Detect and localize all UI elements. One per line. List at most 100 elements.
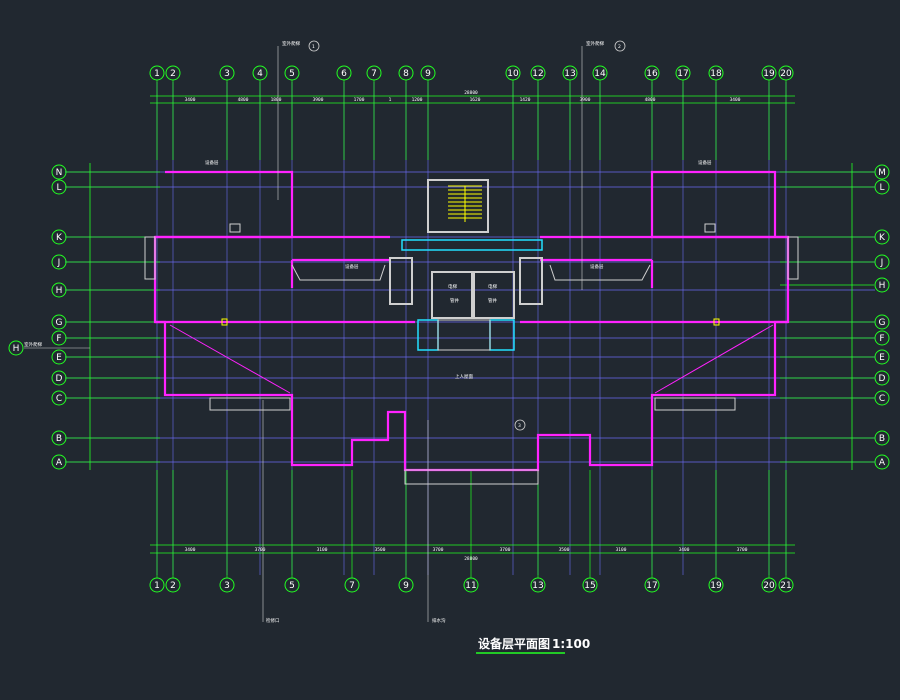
axis-bubble-top (336, 65, 352, 81)
axis-bubble-right-label: D (879, 374, 886, 384)
left-flange (144, 236, 156, 280)
axis-bubble-left (51, 430, 67, 446)
section-marker-1-label: 1 (312, 44, 315, 50)
axis-bubble-top-label: 2 (170, 69, 176, 79)
bottom-dim-text: 3400 (185, 547, 196, 553)
axis-bubble-right-label: F (879, 334, 884, 344)
axis-bubble-bottom (344, 577, 360, 593)
callout-notes: 室外爬梯 室外爬梯 检修口 排水沟 上人屋面 室外爬梯 (24, 40, 604, 624)
axis-bubble-bottom-label: 19 (710, 581, 722, 591)
axis-bubble-top-label: 16 (646, 69, 658, 79)
axis-bubble-bottom-label: 15 (584, 581, 595, 591)
axis-bubble-right (874, 370, 890, 386)
side-details (144, 223, 799, 485)
axis-bubble-right (874, 330, 890, 346)
bottom-dim-text: 3700 (255, 547, 266, 553)
top-dim-text: 1200 (412, 97, 423, 103)
note-outdoor-ladder-top: 室外爬梯 (282, 40, 300, 47)
right-marker (713, 318, 720, 326)
axis-bubble-top-label: 20 (780, 69, 792, 79)
axis-bubble-top (284, 65, 300, 81)
axis-bubble-right-label: H (879, 281, 886, 291)
axis-bubble-bottom (284, 577, 300, 593)
elevator-shaft-left (431, 271, 473, 319)
axis-bubble-top-label: 8 (403, 69, 409, 79)
room-label-elevator-l: 电梯 (448, 283, 457, 290)
axis-bubble-right-label: K (879, 233, 886, 243)
axis-bubble-left-label: J (57, 258, 61, 268)
axis-bubble-top-label: 17 (677, 69, 688, 79)
left-marker (221, 318, 228, 326)
axis-bubble-bottom-label: 1 (154, 581, 160, 591)
axis-bubble-top-label: 19 (763, 69, 775, 79)
axis-bubble-right (874, 277, 890, 293)
axis-bubble-left-label: C (56, 394, 62, 404)
axis-bubble-top (644, 65, 660, 81)
note-outdoor-ladder-left: 室外爬梯 (24, 341, 42, 348)
axis-bubble-top (592, 65, 608, 81)
axis-bubble-left (51, 349, 67, 365)
shaft-right (519, 257, 543, 305)
axis-bubble-left-label: H (56, 286, 63, 296)
axis-bubble-left (51, 282, 67, 298)
axis-bubble-top-label: 18 (710, 69, 722, 79)
axis-bubble-bottom (708, 577, 724, 593)
bottom-dim-text: 3700 (737, 547, 748, 553)
axis-bubble-top-label: 10 (507, 69, 519, 79)
axis-bubble-bottom (398, 577, 414, 593)
section-markers (308, 40, 626, 431)
right-hatch (704, 223, 716, 233)
axis-bubble-top (398, 65, 414, 81)
note-roof-access: 上人屋面 (455, 373, 473, 380)
right-flange (787, 236, 799, 280)
axis-bubble-right-label: L (879, 183, 884, 193)
axis-bubble-bottom-label: 5 (289, 581, 295, 591)
room-label-shaft-l: 管井 (450, 297, 459, 304)
axis-bubble-bottom-label: 9 (403, 581, 409, 591)
axis-bubble-left (51, 390, 67, 406)
section-marker-3 (514, 419, 526, 431)
axis-bubble-left-label: B (56, 434, 62, 444)
bottom-dim-text: 3700 (500, 547, 511, 553)
axis-bubble-left (51, 254, 67, 270)
axis-bubble-top-label: 4 (257, 69, 263, 79)
axis-bubble-right-label: A (879, 458, 886, 468)
axis-bubble-top (778, 65, 794, 81)
room-label-elevator-r: 电梯 (488, 283, 497, 290)
note-drain: 排水沟 (432, 617, 446, 624)
axis-bubble-bottom-label: 2 (170, 581, 176, 591)
axis-bubble-left-label: A (56, 458, 63, 468)
axis-bubble-left (51, 229, 67, 245)
bottom-dim-text: 3500 (375, 547, 386, 553)
axis-bubble-bottom-label: 17 (646, 581, 657, 591)
bottom-gutter (404, 469, 539, 485)
roof-slope-left (169, 324, 291, 394)
axis-bubble-right (874, 179, 890, 195)
axis-bubble-left-label: K (56, 233, 63, 243)
roof-slope-lines (169, 324, 774, 394)
top-dim-text: 1700 (354, 97, 365, 103)
axis-bubble-bottom (530, 577, 546, 593)
axis-bubble-extra-left-label: H (13, 344, 20, 354)
lobby (437, 319, 491, 351)
top-dim-text: 4800 (645, 97, 656, 103)
axis-bubble-right (874, 430, 890, 446)
axis-bubble-top-label: 13 (564, 69, 575, 79)
axis-bubble-left-label: L (56, 183, 61, 193)
axis-bubble-top (219, 65, 235, 81)
axis-bubble-right (874, 349, 890, 365)
room-label-nw: 设备层 (205, 159, 219, 166)
axis-bubble-top-label: 14 (594, 69, 606, 79)
axis-bubble-top (675, 65, 691, 81)
axis-bubble-bottom (778, 577, 794, 593)
room-label-ne: 设备层 (698, 159, 712, 166)
axis-bubble-top (149, 65, 165, 81)
bottom-dim-text: 3700 (433, 547, 444, 553)
axis-bubble-left-label: D (56, 374, 63, 384)
drawing-scale: 1:100 (552, 637, 590, 651)
axis-bubble-top-label: 5 (289, 69, 295, 79)
axis-bubble-right-label: B (879, 434, 885, 444)
axis-bubble-bottom-label: 11 (465, 581, 476, 591)
axis-bubble-left (51, 164, 67, 180)
